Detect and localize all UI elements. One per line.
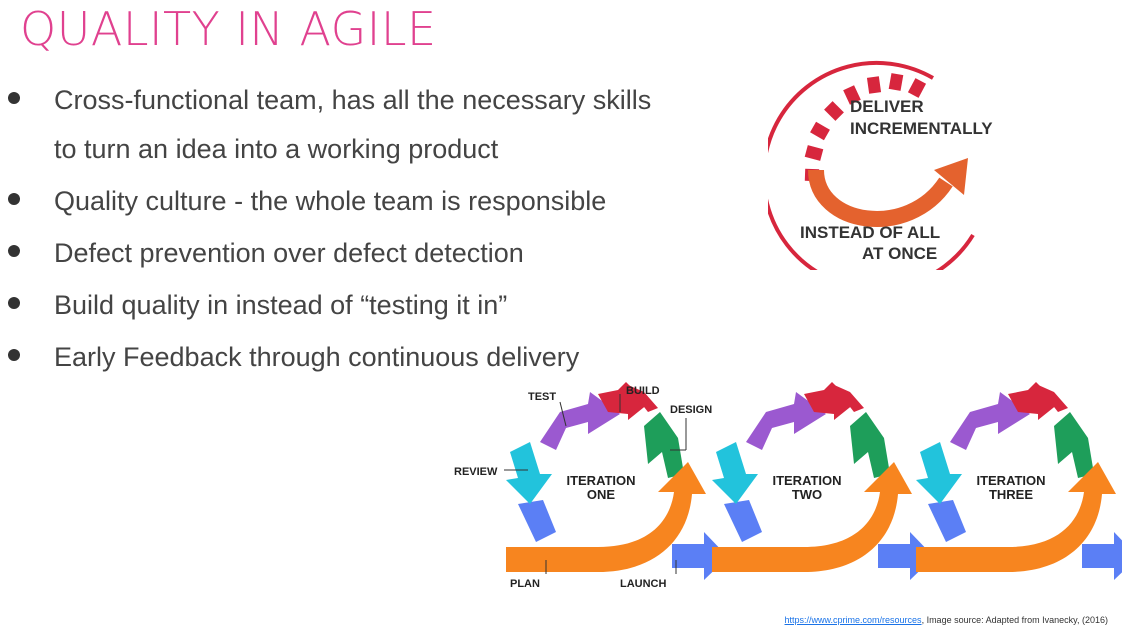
bullet-text: to turn an idea into a working product: [54, 134, 499, 164]
bullet-dot: [8, 297, 20, 309]
iteration-two-a: ITERATION: [772, 473, 841, 488]
deliver-line4: AT ONCE: [862, 244, 937, 263]
bullet-continuation: to turn an idea into a working product: [8, 125, 728, 174]
test-label: TEST: [528, 391, 556, 403]
bullet-text: Early Feedback through continuous delive…: [54, 342, 580, 372]
deliver-line1: DELIVER: [850, 97, 924, 116]
iteration-one-b: ONE: [587, 487, 616, 502]
bullet-list: Cross-functional team, has all the neces…: [8, 76, 728, 382]
plan-label: PLAN: [510, 578, 540, 590]
iterations-graphic: TEST BUILD DESIGN REVIEW PLAN LAUNCH ITE…: [454, 382, 1122, 590]
bullet-text: Defect prevention over defect detection: [54, 238, 524, 268]
deliver-incrementally-graphic: DELIVER INCREMENTALLY INSTEAD OF ALL AT …: [768, 60, 993, 270]
bullet-text: Cross-functional team, has all the neces…: [54, 85, 652, 115]
bullet-dot: [8, 349, 20, 361]
bullet-dot: [8, 193, 20, 205]
bullet-item: Defect prevention over defect detection: [8, 229, 728, 278]
source-link[interactable]: https://www.cprime.com/resources: [784, 615, 922, 625]
build-label: BUILD: [626, 385, 660, 397]
bullet-item: Build quality in instead of “testing it …: [8, 281, 728, 330]
review-label: REVIEW: [454, 466, 498, 478]
bullet-item: Early Feedback through continuous delive…: [8, 333, 728, 382]
orange-curve-arrow: [808, 169, 953, 227]
test-leader: [559, 401, 567, 427]
outer-red-arc: [768, 60, 975, 270]
bullet-dot: [8, 245, 20, 257]
bullet-item: Cross-functional team, has all the neces…: [8, 76, 728, 125]
bullet-dot: [8, 92, 20, 104]
source-text: , Image source: Adapted from Ivanecky, (…: [921, 615, 1108, 625]
slide-title: QUALITY IN AGILE: [20, 2, 437, 56]
bullet-item: Quality culture - the whole team is resp…: [8, 177, 728, 226]
launch-label: LAUNCH: [620, 578, 666, 590]
design-label: DESIGN: [670, 404, 712, 416]
iteration-three-b: THREE: [989, 487, 1033, 502]
iteration-two-b: TWO: [792, 487, 822, 502]
deliver-line2: INCREMENTALLY: [850, 119, 993, 138]
iteration-three-a: ITERATION: [976, 473, 1045, 488]
deliver-line3: INSTEAD OF ALL: [800, 223, 940, 242]
bullet-text: Quality culture - the whole team is resp…: [54, 186, 607, 216]
iteration-one-a: ITERATION: [566, 473, 635, 488]
source-citation: https://www.cprime.com/resources, Image …: [785, 615, 1108, 625]
bullet-text: Build quality in instead of “testing it …: [54, 290, 508, 320]
orange-arrow-head: [934, 158, 968, 195]
